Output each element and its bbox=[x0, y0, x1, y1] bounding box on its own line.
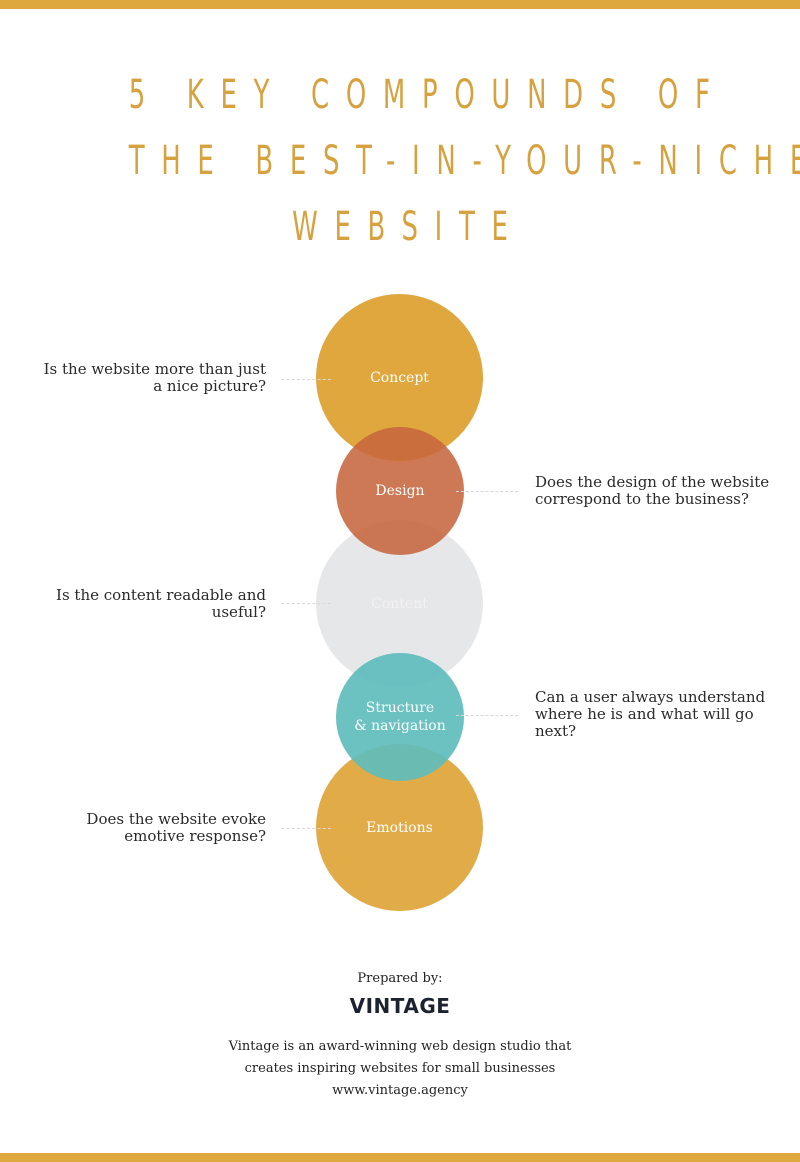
structure-label-line-2: & navigation bbox=[354, 718, 446, 734]
circle-label-design: Design bbox=[375, 483, 425, 499]
website-url[interactable]: www.vintage.agency bbox=[332, 1083, 468, 1098]
title-line-2: THE BEST-IN-YOUR-NICHE bbox=[128, 138, 800, 184]
about-line-1: Vintage is an award-winning web design s… bbox=[228, 1039, 572, 1054]
question-emotions: Does the website evoke emotive response? bbox=[16, 811, 266, 845]
connector-content bbox=[281, 603, 331, 604]
question-line: Can a user always understand bbox=[535, 688, 766, 706]
connector-emotions bbox=[281, 828, 331, 829]
question-line: useful? bbox=[211, 603, 266, 621]
title-line-1: 5 KEY COMPOUNDS OF bbox=[128, 72, 727, 118]
connector-concept bbox=[281, 379, 331, 380]
question-line: Is the website more than just bbox=[43, 360, 266, 378]
connector-design bbox=[456, 491, 518, 492]
page-title: 5 KEY COMPOUNDS OF THE BEST-IN-YOUR-NICH… bbox=[112, 62, 800, 260]
compounds-diagram: Concept Content Emotions Design Structur… bbox=[0, 290, 800, 930]
top-accent-bar bbox=[0, 0, 800, 9]
question-line: next? bbox=[535, 722, 577, 740]
title-line-3: WEBSITE bbox=[292, 204, 525, 250]
question-concept: Is the website more than just a nice pic… bbox=[16, 361, 266, 395]
vintage-logo: VINTAGE bbox=[349, 994, 451, 1018]
circle-label-emotions: Emotions bbox=[366, 819, 433, 836]
structure-label-line-1: Structure bbox=[365, 700, 435, 716]
circle-label-concept: Concept bbox=[370, 369, 429, 386]
question-line: Does the website evoke bbox=[86, 810, 266, 828]
about-text: Vintage is an award-winning web design s… bbox=[0, 1036, 800, 1102]
bottom-accent-bar bbox=[0, 1153, 800, 1162]
circle-design: Design bbox=[336, 427, 464, 555]
circle-emotions: Emotions bbox=[316, 744, 483, 911]
question-line: emotive response? bbox=[124, 827, 266, 845]
question-content: Is the content readable and useful? bbox=[16, 587, 266, 621]
circle-label-structure: Structure & navigation bbox=[354, 699, 446, 735]
question-line: a nice picture? bbox=[153, 377, 266, 395]
prepared-by-label: Prepared by: bbox=[357, 971, 443, 986]
circle-structure-navigation: Structure & navigation bbox=[336, 653, 464, 781]
question-line: where he is and what will go bbox=[535, 705, 754, 723]
question-design: Does the design of the website correspon… bbox=[535, 474, 775, 508]
connector-structure bbox=[456, 715, 518, 716]
question-line: correspond to the business? bbox=[535, 490, 749, 508]
about-line-2: creates inspiring websites for small bus… bbox=[244, 1061, 556, 1076]
question-line: Is the content readable and bbox=[56, 586, 266, 604]
question-structure: Can a user always understand where he is… bbox=[535, 689, 775, 740]
question-line: Does the design of the website bbox=[535, 473, 770, 491]
circle-label-content: Content bbox=[371, 595, 428, 612]
